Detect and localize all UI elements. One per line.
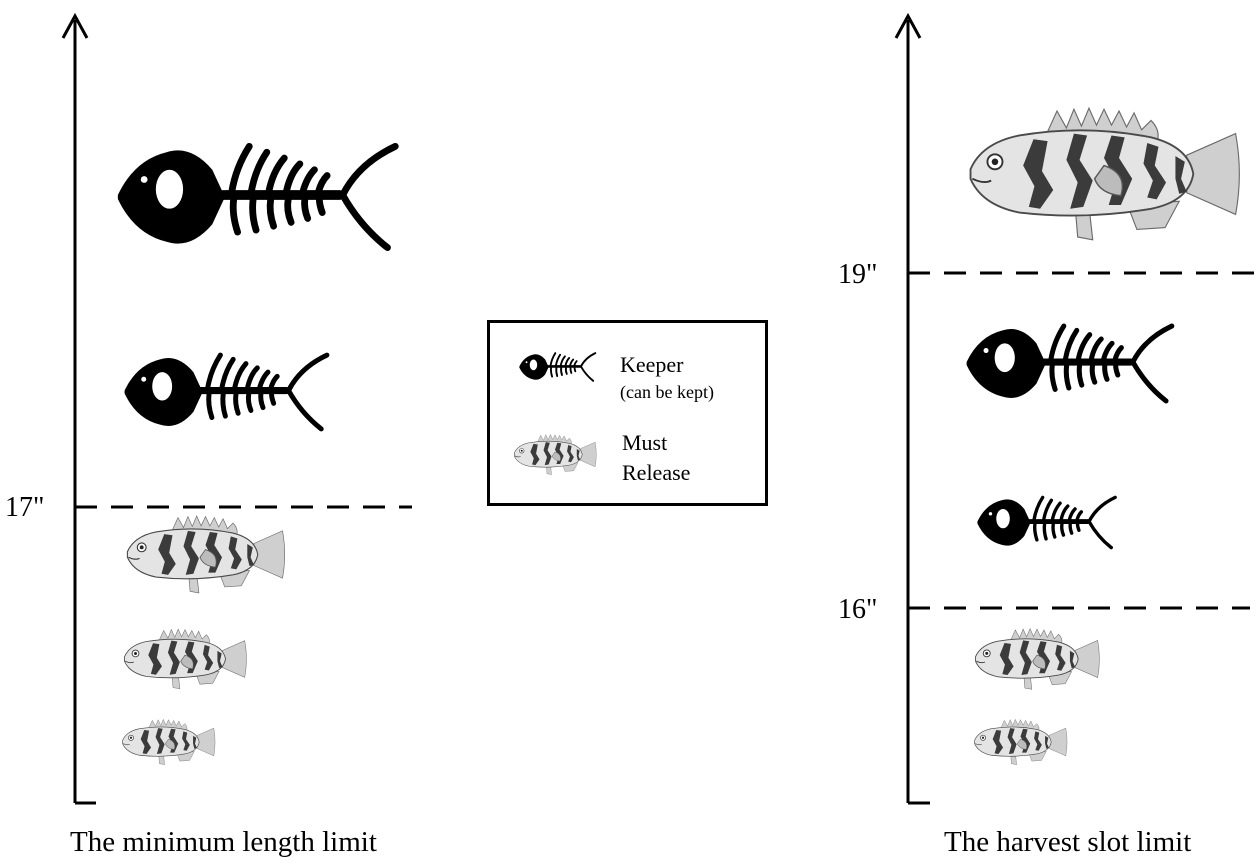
limit-label-19: 19" <box>838 259 877 291</box>
release-fish-icon <box>975 629 1099 690</box>
harvest-slot-diagram <box>896 16 1258 803</box>
limit-label-16: 16" <box>838 594 877 626</box>
legend-keeper-subtitle: (can be kept) <box>620 381 714 403</box>
keeper-skeleton-icon <box>977 497 1115 547</box>
minimum-length-caption: The minimum length limit <box>70 826 377 859</box>
release-fish-icon <box>127 516 284 593</box>
release-fish-icon <box>971 108 1240 240</box>
minimum-length-diagram <box>63 16 412 803</box>
legend-release-line2: Release <box>622 461 690 485</box>
keeper-skeleton-icon <box>118 146 395 247</box>
keeper-skeleton-icon <box>125 355 327 429</box>
tautog-fish-icon <box>512 433 598 476</box>
harvest-slot-caption: The harvest slot limit <box>944 826 1191 859</box>
keeper-skeleton-icon <box>967 326 1172 401</box>
limit-label-17: 17" <box>5 492 44 524</box>
release-fish-icon <box>975 719 1067 764</box>
release-fish-icon <box>124 629 246 689</box>
legend-keeper-title: Keeper <box>620 353 684 377</box>
legend-box: Keeper (can be kept) Must Release <box>487 320 768 506</box>
release-fish-icon <box>123 719 215 764</box>
legend-release-line1: Must <box>622 431 667 455</box>
fish-skeleton-icon <box>518 351 598 383</box>
